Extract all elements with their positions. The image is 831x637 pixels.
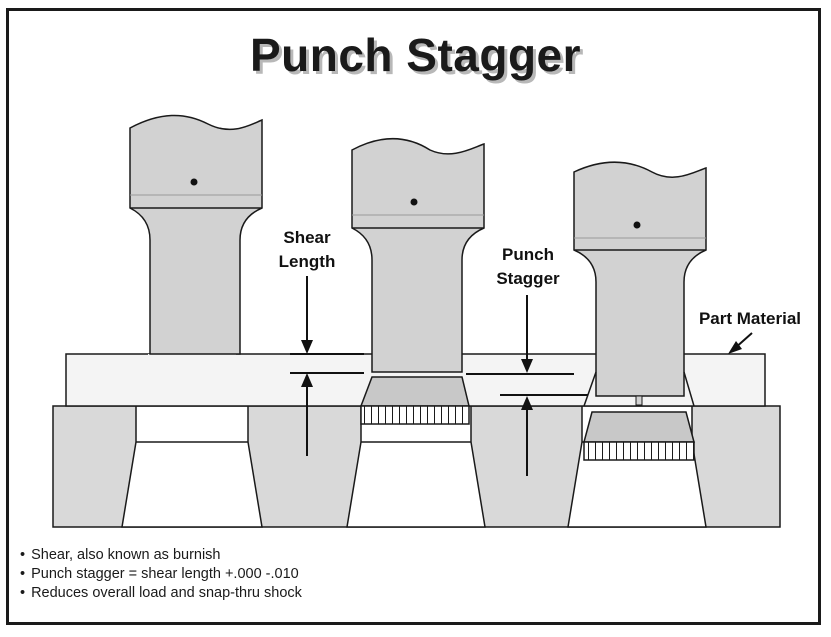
punch-middle bbox=[351, 138, 485, 425]
bullet-item: Punch stagger = shear length +.000 -.010 bbox=[20, 565, 302, 584]
bullet-item: Reduces overall load and snap-thru shock bbox=[20, 584, 302, 603]
diagram-title: Punch Stagger bbox=[249, 29, 582, 81]
punch-stagger-dimension bbox=[466, 295, 588, 476]
part-material-arrow bbox=[728, 332, 753, 354]
shear-label-line2: Length bbox=[279, 252, 336, 271]
punch-left bbox=[129, 114, 263, 355]
shear-length-dimension bbox=[290, 276, 364, 456]
stagger-label-line1: Punch bbox=[502, 245, 554, 264]
bullet-item: Shear, also known as burnish bbox=[20, 546, 302, 565]
punch-right bbox=[573, 161, 707, 461]
part-material-label: Part Material bbox=[699, 309, 801, 328]
shear-label-line1: Shear bbox=[283, 228, 331, 247]
stagger-label-line2: Stagger bbox=[496, 269, 560, 288]
bullet-list: Shear, also known as burnish Punch stagg… bbox=[20, 546, 302, 603]
